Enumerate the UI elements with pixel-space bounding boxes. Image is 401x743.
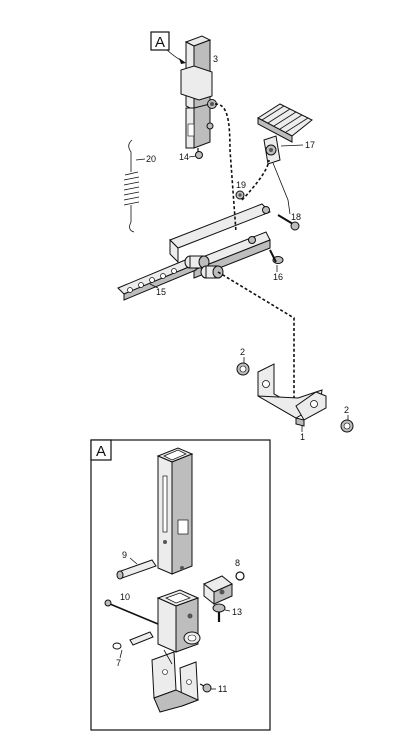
part-label-1: 1 — [300, 432, 305, 442]
linkage-dash-3 — [217, 271, 295, 400]
part-label-7: 7 — [116, 658, 121, 668]
part-label-18: 18 — [291, 212, 301, 222]
part-label-2b: 2 — [344, 405, 349, 415]
linkage-dash-1 — [214, 103, 237, 233]
bolt-10 — [104, 599, 159, 625]
return-spring — [123, 139, 140, 233]
part-label-16: 16 — [273, 272, 283, 282]
pivot-pins — [184, 255, 224, 279]
part-label-15: 15 — [156, 287, 166, 297]
part-label-8: 8 — [235, 558, 240, 568]
part-label-19: 19 — [236, 180, 246, 190]
part-label-11: 11 — [218, 684, 227, 694]
part-label-3: 3 — [213, 54, 218, 64]
part-label-10: 10 — [120, 592, 130, 602]
pedal-shaft-assembly — [180, 35, 217, 159]
pin-9 — [116, 559, 157, 580]
part-label-13: 13 — [232, 607, 242, 617]
nut-19 — [235, 190, 245, 200]
square-sleeve-lower — [156, 589, 201, 653]
callout-a-detail-label: A — [96, 443, 106, 460]
bushing-2-right — [340, 419, 354, 433]
pedal-pad — [257, 103, 313, 165]
lower-bracket — [257, 363, 327, 427]
linkage-dash-2 — [241, 159, 270, 201]
bolt-13 — [212, 603, 226, 622]
part-label-14: 14 — [179, 152, 189, 162]
clip-8 — [235, 571, 245, 581]
callout-a-top: A — [150, 31, 186, 64]
part-label-20: 20 — [146, 154, 156, 164]
bushing-2-left — [236, 362, 250, 376]
bolt-16 — [269, 249, 284, 264]
swivel-block — [203, 575, 233, 606]
square-tube-upper — [156, 447, 194, 575]
pedal-lever-15 — [117, 257, 197, 301]
callout-a-top-label: A — [155, 34, 165, 51]
part-label-17: 17 — [305, 140, 315, 150]
nut-11 — [199, 683, 212, 693]
bolt-18 — [277, 214, 300, 231]
pin-7 — [112, 631, 154, 650]
part-label-9: 9 — [122, 550, 127, 560]
part-label-2a: 2 — [240, 347, 245, 357]
u-bracket — [151, 649, 200, 713]
